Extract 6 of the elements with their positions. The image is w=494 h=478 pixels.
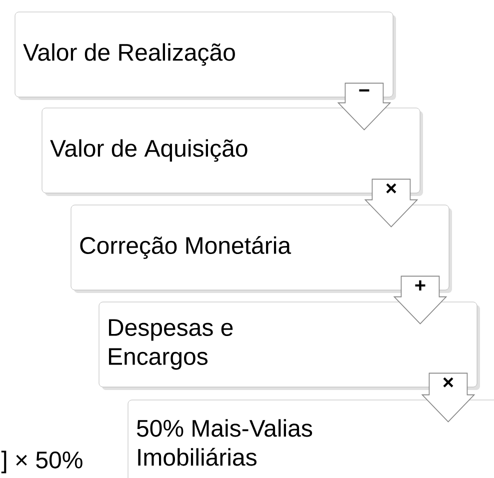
block-arrow [421, 372, 476, 422]
process-box: 50% Mais-Valias Imobiliárias [128, 400, 494, 478]
block-arrow [337, 82, 392, 130]
block-arrow [393, 276, 448, 324]
block-arrow [364, 178, 418, 228]
formula-text: ] × 50% [1, 450, 82, 474]
